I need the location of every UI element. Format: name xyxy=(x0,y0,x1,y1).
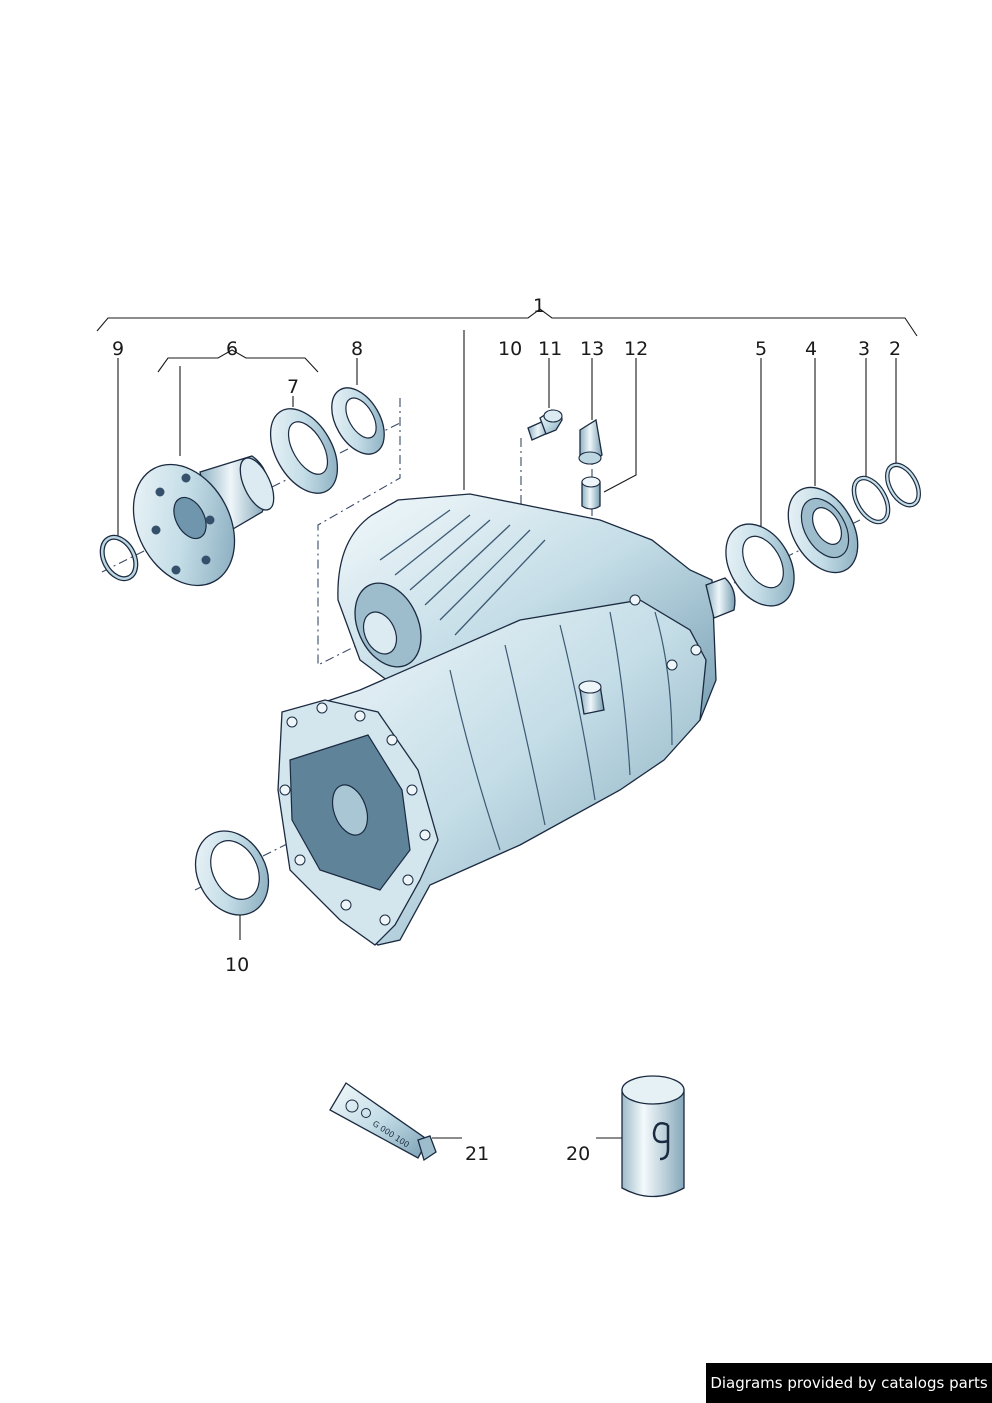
callout-9: 9 xyxy=(112,338,124,360)
flange-part xyxy=(132,455,275,587)
right-shaft-seal-part xyxy=(725,523,795,607)
callout-5: 5 xyxy=(755,338,767,360)
shim-ring-part xyxy=(269,408,339,494)
assembly-bracket xyxy=(96,308,918,337)
callout-20: 20 xyxy=(566,1143,590,1165)
leader-lines xyxy=(117,330,897,1139)
sealant-tube-part: G 000 100 xyxy=(329,1082,437,1162)
circlip-part xyxy=(99,534,139,582)
breather-cap-part xyxy=(578,418,603,465)
transfer-case-housing xyxy=(277,493,736,946)
callout-21: 21 xyxy=(465,1143,489,1165)
callout-13: 13 xyxy=(580,338,604,360)
callout-6: 6 xyxy=(226,338,238,360)
callout-8: 8 xyxy=(351,338,363,360)
sleeve-part xyxy=(581,476,601,510)
bolt-part xyxy=(527,409,563,441)
bearing-part xyxy=(787,486,859,574)
callout-4: 4 xyxy=(805,338,817,360)
oil-can-part xyxy=(621,1075,685,1198)
callout-3: 3 xyxy=(858,338,870,360)
callout-11: 11 xyxy=(538,338,562,360)
callout-10-bottom: 10 xyxy=(225,954,249,976)
credit-text: Diagrams provided by catalogs parts xyxy=(710,1374,988,1392)
shaft-seal-part xyxy=(331,387,385,455)
snap-ring-part xyxy=(885,462,921,508)
callout-10-top: 10 xyxy=(498,338,522,360)
callout-1: 1 xyxy=(533,295,545,317)
front-shaft-seal-part xyxy=(194,830,270,916)
retaining-ring-part xyxy=(851,475,891,525)
callout-2: 2 xyxy=(889,338,901,360)
callout-7: 7 xyxy=(287,376,299,398)
callout-labels: 1 9 6 8 7 10 11 13 12 5 4 3 2 10 21 20 xyxy=(112,295,901,1165)
callout-12: 12 xyxy=(624,338,648,360)
credit-banner: Diagrams provided by catalogs parts xyxy=(706,1363,992,1403)
